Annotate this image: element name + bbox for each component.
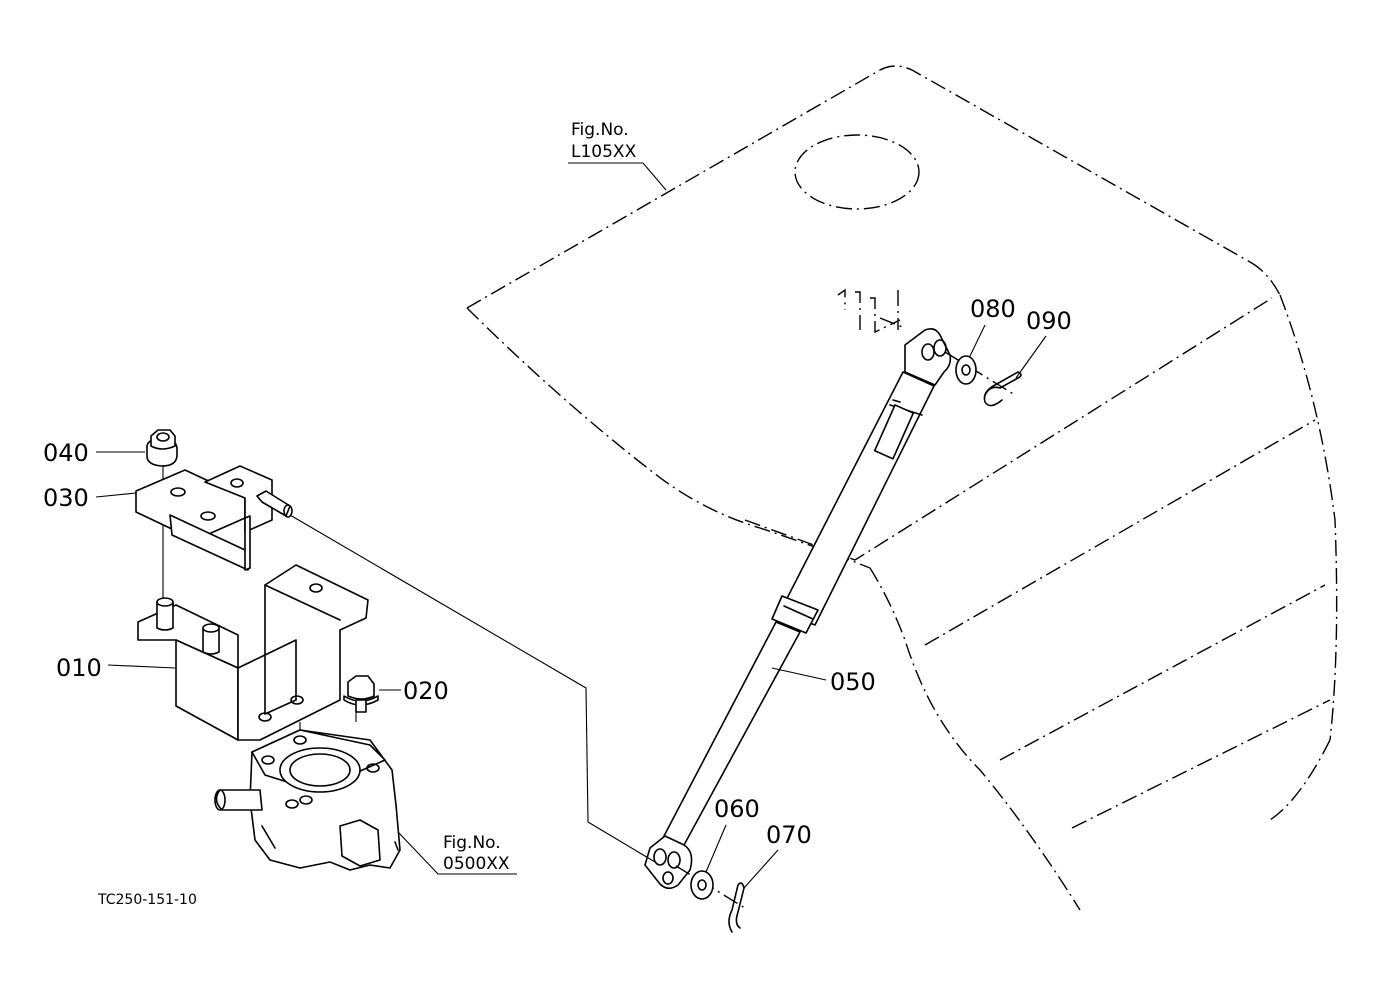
part-label-050: 050 bbox=[771, 667, 876, 696]
label-010: 010 bbox=[56, 654, 102, 682]
part-label-090: 090 bbox=[1015, 307, 1072, 379]
pump-ref-line2: 0500XX bbox=[443, 854, 510, 874]
stud-to-strut-leader bbox=[289, 514, 656, 863]
label-020: 020 bbox=[403, 677, 449, 705]
part-label-030: 030 bbox=[43, 484, 137, 512]
upper-bracket bbox=[135, 465, 293, 571]
label-030: 030 bbox=[43, 484, 89, 512]
pump-housing bbox=[214, 729, 401, 871]
pump-ref-line1: Fig.No. bbox=[443, 833, 501, 853]
flange-nut bbox=[146, 429, 178, 600]
part-label-060: 060 bbox=[705, 795, 760, 873]
part-label-080: 080 bbox=[969, 295, 1016, 357]
hood-reference-callout: Fig.No. L105XX bbox=[568, 120, 667, 191]
lower-bracket bbox=[137, 564, 369, 750]
label-050: 050 bbox=[830, 668, 876, 696]
pump-reference-callout: Fig.No. 0500XX bbox=[397, 831, 517, 875]
lower-washer-and-clip bbox=[675, 865, 746, 933]
hood-ref-line1: Fig.No. bbox=[571, 120, 629, 140]
upper-washer-and-clip bbox=[944, 351, 1022, 407]
hood-outline bbox=[466, 65, 1338, 911]
part-label-020: 020 bbox=[379, 677, 449, 705]
label-070: 070 bbox=[766, 821, 812, 849]
flange-bolt bbox=[343, 675, 379, 722]
label-060: 060 bbox=[714, 795, 760, 823]
label-090: 090 bbox=[1026, 307, 1072, 335]
part-label-040: 040 bbox=[43, 439, 145, 467]
part-label-070: 070 bbox=[743, 821, 812, 889]
hood-ref-line2: L105XX bbox=[571, 142, 637, 162]
gas-strut bbox=[644, 288, 952, 890]
figure-code: TC250-151-10 bbox=[97, 892, 197, 908]
label-080: 080 bbox=[970, 295, 1016, 323]
label-040: 040 bbox=[43, 439, 89, 467]
part-label-010: 010 bbox=[56, 654, 176, 682]
